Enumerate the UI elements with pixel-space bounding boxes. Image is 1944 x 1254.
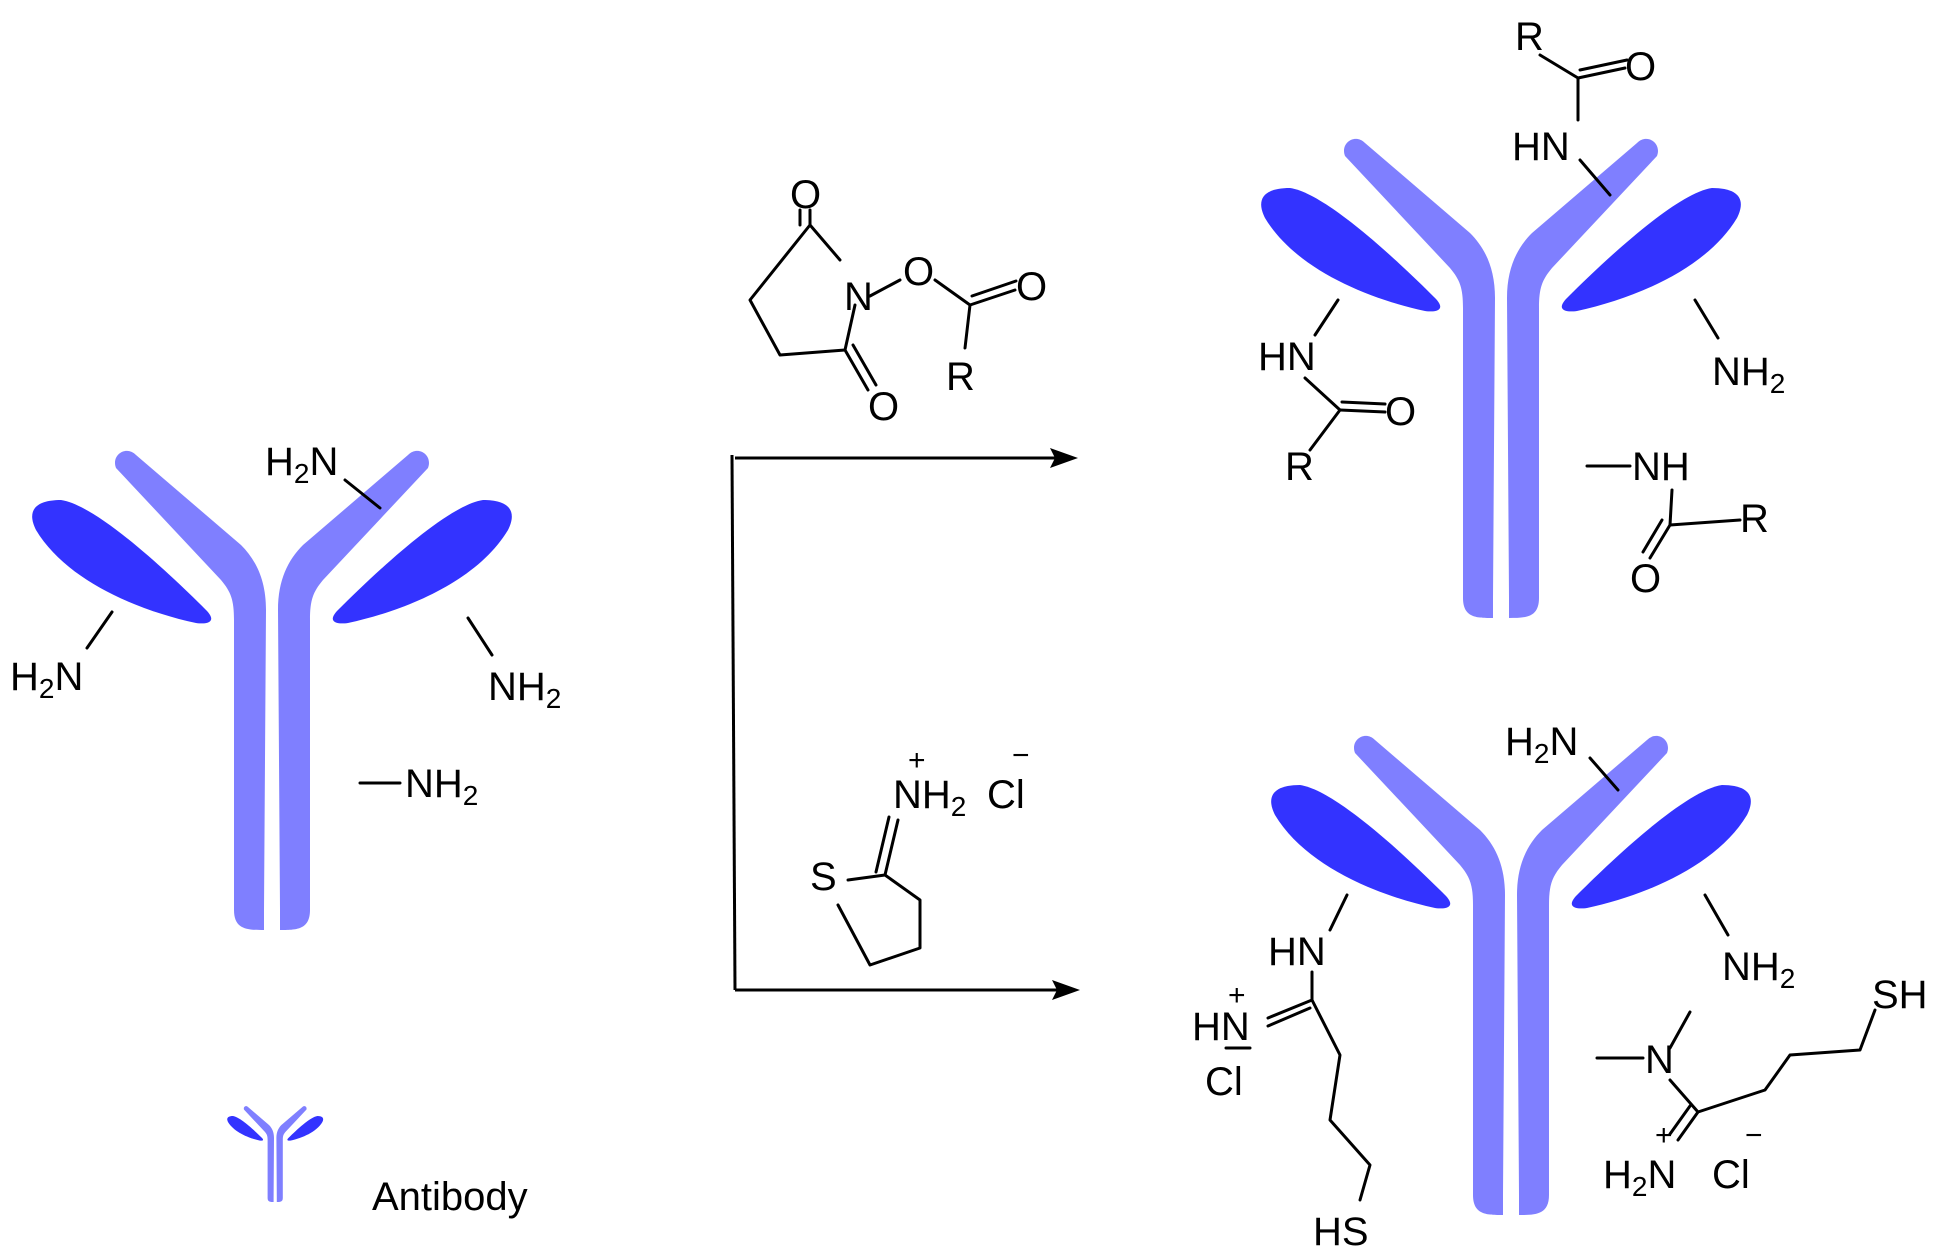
- thiol-top-h2n: H2N: [1505, 720, 1578, 769]
- thiol-left-hn: HN: [1268, 930, 1326, 974]
- amide-top-o: O: [1625, 45, 1656, 89]
- nhs-o-bottom: O: [868, 385, 899, 429]
- amine-top: H2N: [265, 440, 338, 489]
- traut-plus: +: [908, 744, 926, 777]
- nhs-o-carbonyl: O: [1016, 265, 1047, 309]
- amide-stem-nh: NH: [1632, 445, 1690, 489]
- thiol-stem-h2n: H2N: [1603, 1153, 1676, 1202]
- thiol-stem-minus: −: [1745, 1119, 1763, 1152]
- arrow-head-top: [1050, 448, 1078, 468]
- amide-left-o: O: [1385, 390, 1416, 434]
- starting-antibody: H2N H2N NH2 NH2: [10, 440, 561, 930]
- thiol-stem-sh: SH: [1872, 973, 1928, 1017]
- traut-nh2: NH2: [893, 773, 966, 822]
- thiol-left-plus: +: [1228, 979, 1246, 1012]
- nhs-r: R: [946, 355, 975, 399]
- thiol-left-hn-iminium: HN: [1192, 1005, 1250, 1049]
- amine-left: H2N: [10, 655, 83, 704]
- legend-label: Antibody: [372, 1175, 528, 1219]
- amide-top-r: R: [1515, 15, 1544, 59]
- nhs-n: N: [844, 275, 873, 319]
- nhs-ester-reagent: O N O O R O: [748, 173, 1047, 429]
- traut-cl: Cl: [987, 773, 1025, 817]
- amine-right: NH2: [488, 665, 561, 714]
- amide-stem-r: R: [1740, 497, 1769, 541]
- traut-s: S: [810, 855, 837, 899]
- amide-product: HN R O HN R O NH2 NH R O: [1258, 15, 1785, 619]
- nhs-o-top: O: [790, 173, 821, 217]
- amine-stem: NH2: [405, 762, 478, 811]
- thiol-product: H2N NH2 HN HN + Cl HS N SH H2N + Cl −: [1192, 720, 1928, 1254]
- amide-stem-o: O: [1630, 557, 1661, 601]
- thiol-left-cl: Cl: [1205, 1060, 1243, 1104]
- traut-reagent: S NH2 + Cl −: [810, 739, 1030, 967]
- thiol-left-hs: HS: [1313, 1210, 1369, 1254]
- thiol-stem-plus: +: [1655, 1119, 1673, 1152]
- arrow-head-bottom: [1052, 980, 1080, 1000]
- reaction-arrows: [730, 448, 1080, 1000]
- thiol-right-nh2: NH2: [1722, 945, 1795, 994]
- thiol-stem-cl: Cl: [1712, 1153, 1750, 1197]
- legend: Antibody: [227, 1106, 528, 1219]
- amide-left-r: R: [1285, 445, 1314, 489]
- amide-right-nh2: NH2: [1712, 350, 1785, 399]
- traut-minus: −: [1012, 739, 1030, 772]
- amide-left-hn: HN: [1258, 335, 1316, 379]
- thiol-stem-n: N: [1645, 1038, 1674, 1082]
- amide-top-hn: HN: [1512, 125, 1570, 169]
- nhs-o-link: O: [903, 250, 934, 294]
